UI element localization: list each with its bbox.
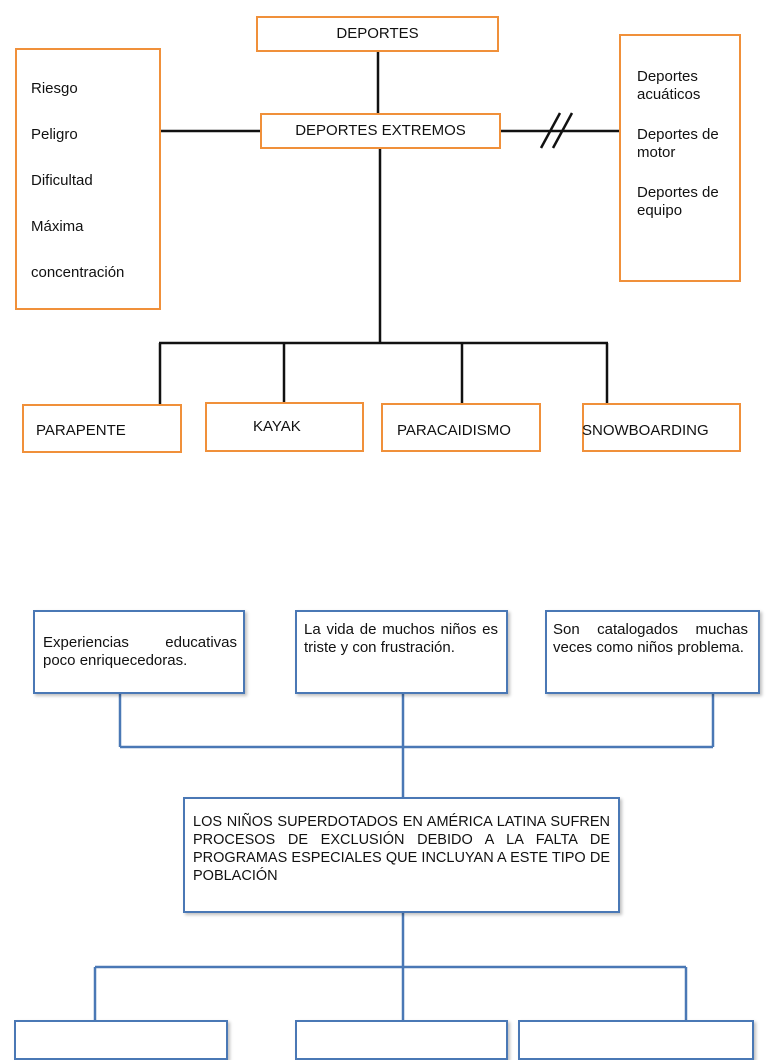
consequence-box: [14, 1020, 228, 1060]
excluded-item: Deportes de equipo: [637, 184, 719, 219]
child-node-label: SNOWBOARDING: [582, 422, 709, 439]
child-node-label: KAYAK: [253, 418, 301, 435]
child-node-label: PARACAIDISMO: [397, 422, 511, 439]
characteristic-item: Peligro: [31, 126, 78, 143]
cause-box: Experiencias educativas poco enriquecedo…: [33, 610, 245, 694]
diagram1-connectors: [158, 51, 620, 404]
characteristic-item: Máxima: [31, 218, 84, 235]
child-node: KAYAK: [205, 402, 364, 452]
cause-box: La vida de muchos niños es triste y con …: [295, 610, 508, 694]
cause-text: Son catalogados muchas veces como niños …: [553, 621, 748, 656]
root-node-label: DEPORTES: [336, 25, 419, 42]
child-node-label: PARAPENTE: [36, 422, 126, 439]
cause-box: Son catalogados muchas veces como niños …: [545, 610, 760, 694]
consequence-box: [295, 1020, 508, 1060]
center-node: DEPORTES EXTREMOS: [260, 113, 501, 149]
child-node: PARAPENTE: [22, 404, 182, 453]
characteristic-item: Dificultad: [31, 172, 93, 189]
child-node: SNOWBOARDING: [582, 403, 741, 452]
characteristics-box: Riesgo Peligro Dificultad Máxima concent…: [15, 48, 161, 310]
excluded-item: Deportes de motor: [637, 126, 719, 161]
connector-lines: [93, 51, 715, 1024]
diagram2-connectors: [93, 694, 715, 1024]
root-node: DEPORTES: [256, 16, 499, 52]
excluded-item: Deportes acuáticos: [637, 68, 701, 103]
consequence-box: [518, 1020, 754, 1060]
child-node: PARACAIDISMO: [381, 403, 541, 452]
main-problem-box: LOS NIÑOS SUPERDOTADOS EN AMÉRICA LATINA…: [183, 797, 620, 913]
cause-text: Experiencias educativas poco enriquecedo…: [43, 634, 237, 669]
cause-text: La vida de muchos niños es triste y con …: [304, 621, 498, 656]
center-node-label: DEPORTES EXTREMOS: [295, 122, 466, 139]
excluded-sports-box: Deportes acuáticos Deportes de motor Dep…: [619, 34, 741, 282]
characteristic-item: concentración: [31, 264, 125, 281]
characteristic-item: Riesgo: [31, 80, 78, 97]
main-problem-text: LOS NIÑOS SUPERDOTADOS EN AMÉRICA LATINA…: [193, 814, 610, 885]
